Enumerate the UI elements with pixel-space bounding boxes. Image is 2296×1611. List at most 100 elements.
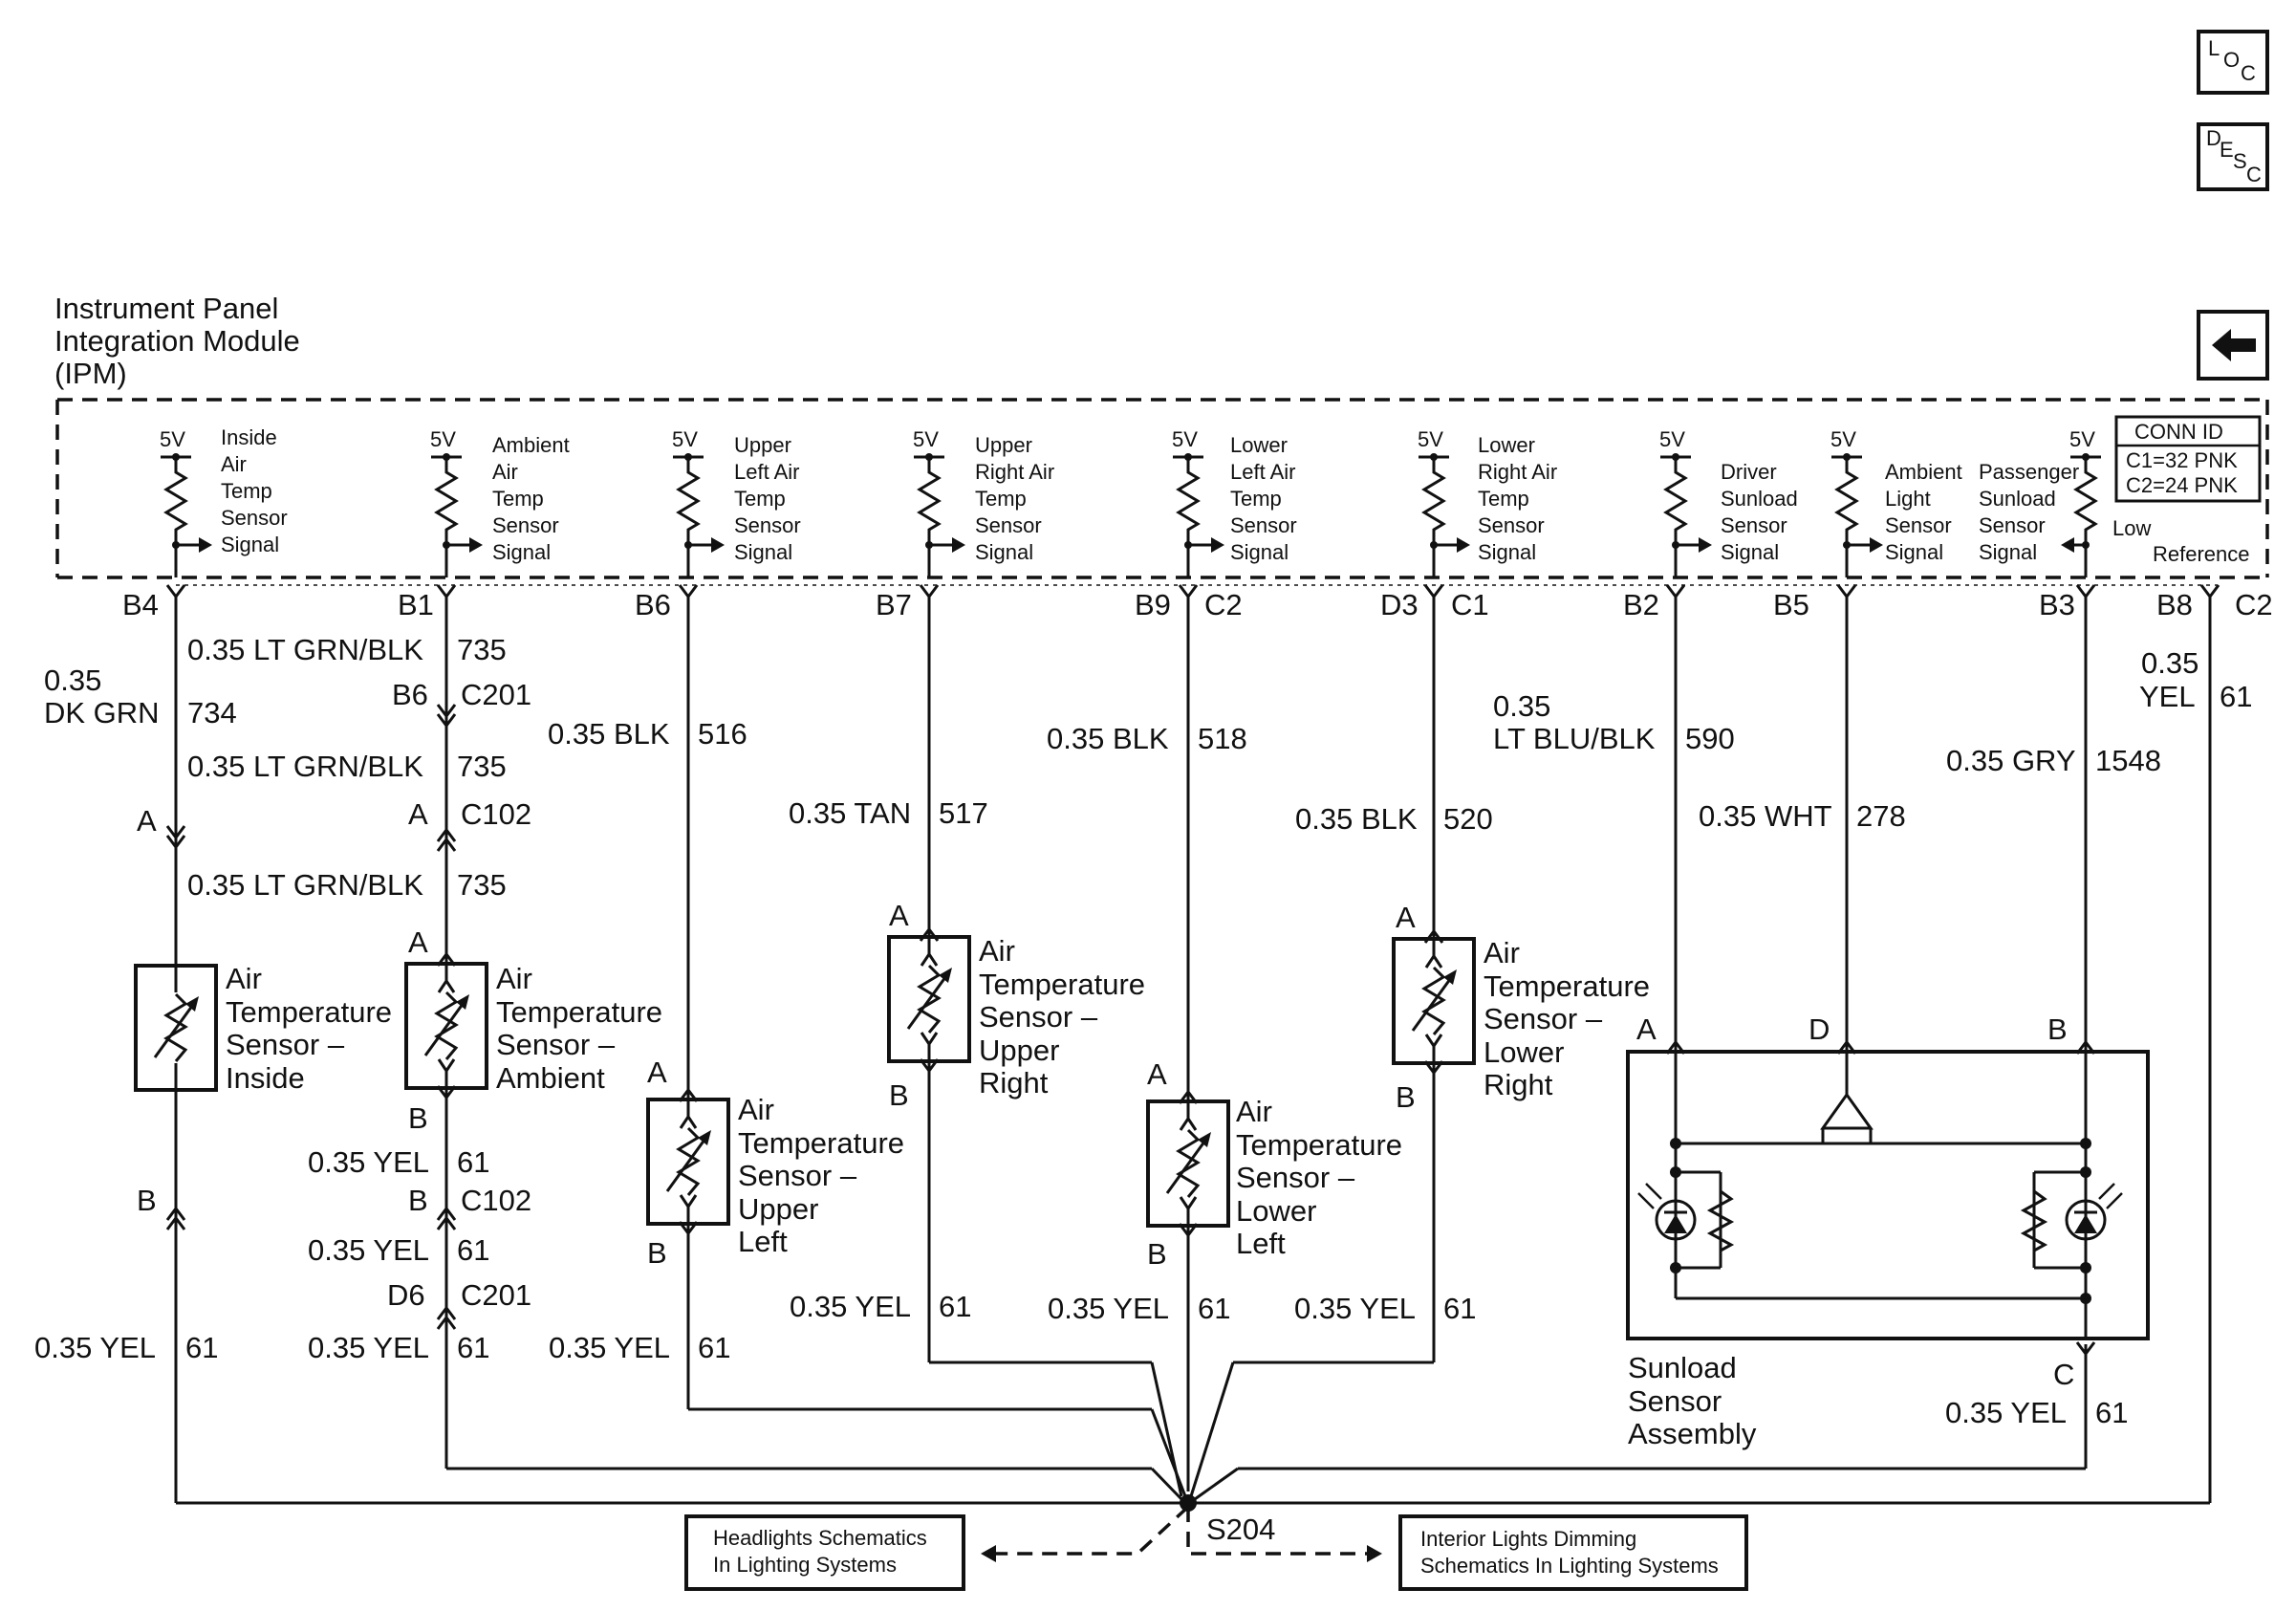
arrow-icon <box>456 994 469 1010</box>
svg-text:Inside: Inside <box>221 425 277 449</box>
pullup-6: 5V <box>1659 427 1712 577</box>
pullup-4: 5V <box>1172 427 1224 577</box>
sensor-label-upper-left: Air Temperature Sensor – Upper Left <box>738 1093 904 1258</box>
arrow-right-icon <box>1457 537 1470 553</box>
svg-text:516: 516 <box>698 717 747 751</box>
svg-text:735: 735 <box>457 633 507 666</box>
svg-text:Sensor –: Sensor – <box>1484 1002 1603 1035</box>
resistor-icon <box>163 457 188 547</box>
svg-text:Schematics In Lighting Systems: Schematics In Lighting Systems <box>1420 1554 1719 1578</box>
svg-text:Right: Right <box>1484 1068 1553 1101</box>
pin-terminal <box>1423 584 1444 599</box>
svg-text:C: C <box>2053 1358 2074 1391</box>
svg-text:61: 61 <box>457 1331 489 1364</box>
svg-text:Upper: Upper <box>979 1034 1059 1067</box>
svg-text:0.35 YEL: 0.35 YEL <box>549 1331 670 1364</box>
svg-text:Lower: Lower <box>1478 433 1535 457</box>
conn-id-c2: C2=24 PNK <box>2126 473 2238 497</box>
headlights-schematic-link[interactable]: Headlights Schematics In Lighting System… <box>684 1514 965 1591</box>
pin-c1: C1 <box>1451 588 1489 621</box>
svg-text:Sensor –: Sensor – <box>738 1159 857 1192</box>
c102-terminal <box>436 827 457 842</box>
pin-b3: B3 <box>2039 588 2075 621</box>
svg-text:0.35 YEL: 0.35 YEL <box>308 1145 429 1179</box>
svg-text:Right Air: Right Air <box>1478 460 1557 484</box>
signal-label-driver-sunload: Driver Sunload Sensor Signal <box>1721 460 1798 564</box>
thermistor-ambient <box>404 962 488 1090</box>
arrow-left-icon <box>981 1545 996 1562</box>
svg-text:518: 518 <box>1198 722 1247 755</box>
supply-5v-label: 5V <box>160 427 185 451</box>
svg-text:Air: Air <box>1236 1095 1272 1128</box>
pin-labels: B4 B1 B6 B7 B9 C2 D3 C1 B2 B5 B3 B8 C2 <box>122 588 2273 621</box>
supply-5v-label: 5V <box>1418 427 1443 451</box>
back-button[interactable] <box>2197 310 2269 381</box>
thermistor-upper-left <box>646 1098 730 1226</box>
svg-text:517: 517 <box>939 796 988 830</box>
interior-lights-schematic-link[interactable]: Interior Lights Dimming Schematics In Li… <box>1398 1514 1748 1591</box>
c102-terminal <box>165 1206 186 1221</box>
arrow-right-icon <box>952 537 965 553</box>
pin-d3: D3 <box>1380 588 1419 621</box>
sensor-label-lower-right: Air Temperature Sensor – Lower Right <box>1484 936 1650 1101</box>
loc-o: O <box>2223 48 2240 72</box>
ipm-module-outline <box>55 398 2269 586</box>
svg-text:Ambient: Ambient <box>1885 460 1962 484</box>
svg-text:61: 61 <box>457 1145 489 1179</box>
c201-terminal <box>436 713 457 729</box>
svg-text:A: A <box>1636 1012 1657 1046</box>
signal-label-inside: Inside Air Temp Sensor Signal <box>221 425 288 556</box>
arrow-right-icon <box>1367 1545 1382 1562</box>
svg-text:Sensor –: Sensor – <box>1236 1161 1355 1194</box>
reference-leaders <box>981 1505 1382 1562</box>
photodiode-icon <box>1655 1199 1697 1241</box>
pin-terminal <box>2199 584 2220 599</box>
svg-text:Lower: Lower <box>1236 1194 1316 1228</box>
signal-label-lower-left: Lower Left Air Temp Sensor Signal <box>1230 433 1297 564</box>
svg-text:B: B <box>408 1184 428 1217</box>
svg-text:B: B <box>2047 1012 2068 1046</box>
loc-c: C <box>2241 61 2256 85</box>
pin-b4: B4 <box>122 588 159 621</box>
signal-label-ambient: Ambient Air Temp Sensor Signal <box>492 433 570 564</box>
sunload-label-1: Sunload <box>1628 1351 1737 1384</box>
thermistor-lower-right <box>1392 937 1476 1065</box>
desc-button[interactable]: D E S C <box>2197 122 2269 191</box>
pullup-0: 5V <box>160 427 212 577</box>
sensor-label-upper-right: Air Temperature Sensor – Upper Right <box>979 934 1145 1099</box>
svg-text:A: A <box>647 1056 667 1089</box>
arrow-icon <box>1443 969 1457 985</box>
pin-b1: B1 <box>398 588 434 621</box>
conn-id-c1: C1=32 PNK <box>2126 448 2238 472</box>
loc-button[interactable]: L O C <box>2197 30 2269 95</box>
svg-text:A: A <box>137 804 157 838</box>
low-reference-1: Low <box>2112 516 2151 540</box>
svg-text:Sensor: Sensor <box>975 513 1042 537</box>
svg-text:Sensor: Sensor <box>1979 513 2046 537</box>
svg-text:Sensor: Sensor <box>1478 513 1545 537</box>
pullup-1: 5V <box>430 427 483 577</box>
svg-text:Sensor: Sensor <box>1230 513 1297 537</box>
pin-terminal <box>678 584 699 599</box>
pin-b8: B8 <box>2156 588 2193 621</box>
svg-text:B: B <box>889 1078 909 1112</box>
pin-b2: B2 <box>1623 588 1659 621</box>
svg-text:0.35 YEL: 0.35 YEL <box>308 1233 429 1267</box>
svg-text:C201: C201 <box>461 678 531 711</box>
svg-text:0.35 BLK: 0.35 BLK <box>1047 722 1169 755</box>
buffer-icon <box>1820 1092 1874 1130</box>
svg-text:D6: D6 <box>387 1278 425 1312</box>
svg-text:0.35 LT GRN/BLK: 0.35 LT GRN/BLK <box>187 633 423 666</box>
supply-5v-label: 5V <box>2069 427 2095 451</box>
pin-b6: B6 <box>635 588 671 621</box>
wire-labels: 0.35 DK GRN 734 0.35 LT GRN/BLK 735 0.35… <box>34 633 2252 1429</box>
svg-text:0.35: 0.35 <box>2141 646 2199 680</box>
svg-text:0.35 TAN: 0.35 TAN <box>789 796 911 830</box>
svg-text:C201: C201 <box>461 1278 531 1312</box>
svg-text:Right Air: Right Air <box>975 460 1054 484</box>
svg-text:B: B <box>408 1101 428 1135</box>
svg-text:C102: C102 <box>461 797 531 831</box>
svg-text:61: 61 <box>1198 1292 1230 1325</box>
svg-text:Signal: Signal <box>492 540 551 564</box>
